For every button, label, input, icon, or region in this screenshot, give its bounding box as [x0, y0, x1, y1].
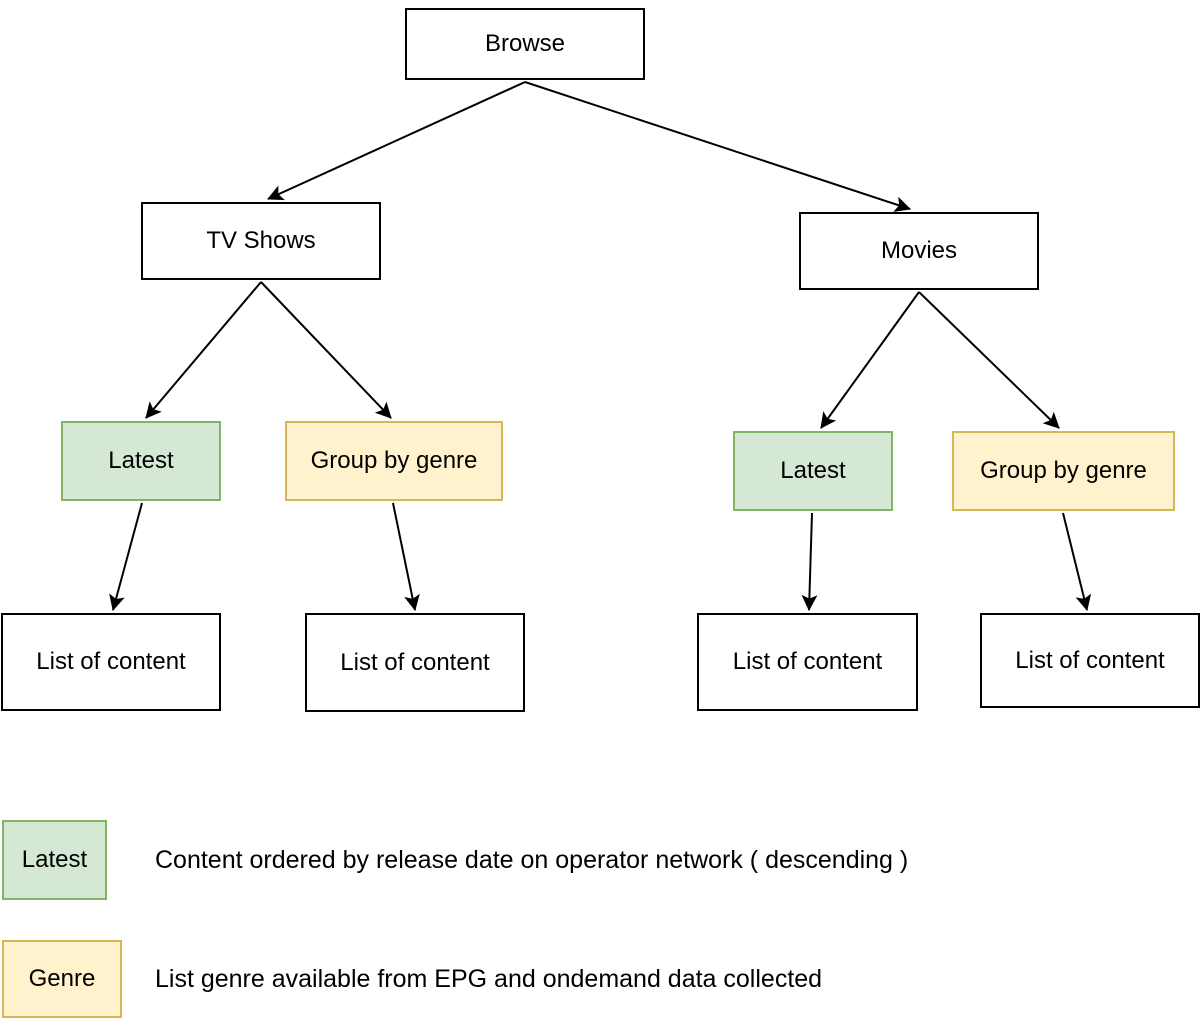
node-movies: Movies — [799, 212, 1039, 290]
arrow-movies-to-group-by-genre — [918, 291, 1060, 429]
legend-latest-swatch: Latest — [2, 820, 107, 900]
arrow-movies-latest-to-list — [801, 512, 818, 611]
node-browse: Browse — [405, 8, 645, 80]
arrow-tv-latest-to-list — [109, 502, 143, 611]
node-movies-genre-list-of-content: List of content — [980, 613, 1200, 708]
arrow-browse-to-tv-shows — [267, 81, 526, 201]
arrow-tv-shows-to-group-by-genre — [260, 281, 392, 419]
node-tv-latest: Latest — [61, 421, 221, 501]
arrow-movies-to-latest — [820, 291, 920, 429]
arrow-tv-genre-to-list — [392, 502, 420, 611]
legend-latest-description: Content ordered by release date on opera… — [155, 845, 909, 874]
node-movies-group-by-genre: Group by genre — [952, 431, 1175, 511]
node-tv-latest-list-of-content: List of content — [1, 613, 221, 711]
legend-genre-description: List genre available from EPG and ondema… — [155, 964, 823, 993]
node-movies-latest: Latest — [733, 431, 893, 511]
node-tv-shows: TV Shows — [141, 202, 381, 280]
arrow-browse-to-movies — [524, 81, 911, 212]
legend-genre-swatch: Genre — [2, 940, 122, 1018]
node-movies-latest-list-of-content: List of content — [697, 613, 918, 711]
arrow-movies-genre-to-list — [1062, 512, 1092, 611]
node-tv-group-by-genre: Group by genre — [285, 421, 503, 501]
node-tv-genre-list-of-content: List of content — [305, 613, 525, 712]
arrow-tv-shows-to-latest — [145, 281, 262, 419]
